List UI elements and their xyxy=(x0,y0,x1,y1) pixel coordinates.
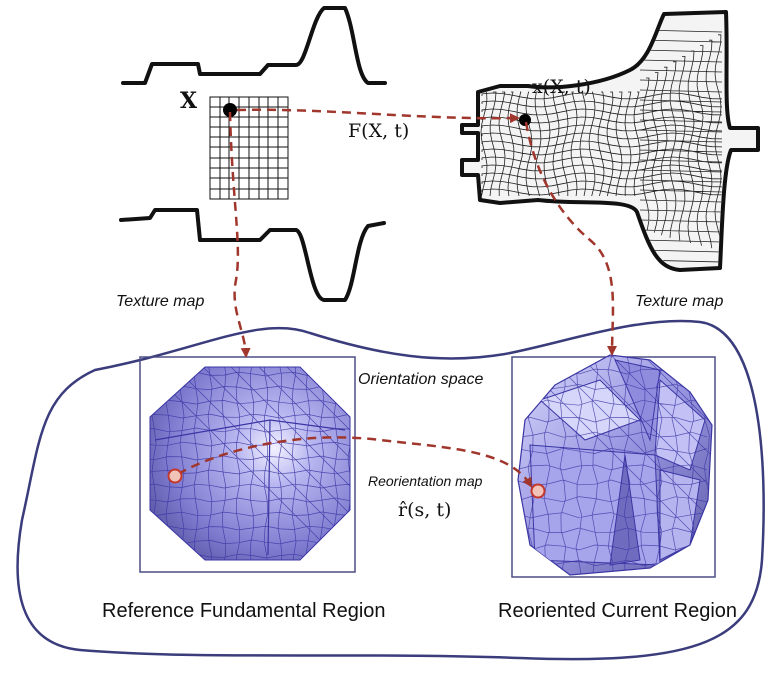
deformed-specimen xyxy=(460,10,760,272)
current-orientation-point xyxy=(530,483,546,499)
map-arrows xyxy=(177,108,618,488)
reorientation-map-arrow xyxy=(177,436,533,488)
reference-grid xyxy=(209,96,289,200)
deformation-map-label: F(X, t) xyxy=(348,120,410,142)
deformed-grid-lines xyxy=(480,29,723,263)
texture-map-arrow-right xyxy=(524,121,618,356)
reference-point-label: X xyxy=(180,88,198,114)
reference-material-point xyxy=(223,103,237,117)
orientation-space-boundary xyxy=(16,319,765,661)
reference-region-caption: Reference Fundamental Region xyxy=(102,600,386,622)
reorientation-map-label: Reorientation map xyxy=(368,473,483,489)
reorientation-symbol-label: r̂(s, t) xyxy=(398,499,452,521)
current-material-point xyxy=(519,114,531,126)
deformation-map-arrow xyxy=(236,108,520,124)
orientation-space-label: Orientation space xyxy=(358,371,484,388)
current-region-caption: Reoriented Current Region xyxy=(498,600,738,622)
texture-map-left-label: Texture map xyxy=(116,293,205,310)
curMesh-lines xyxy=(518,355,712,575)
texture-map-right-label: Texture map xyxy=(635,293,724,310)
reoriented-current-polytope xyxy=(517,354,713,576)
reference-specimen xyxy=(119,6,387,302)
current-point-label: x(X, t) xyxy=(532,76,591,98)
texture-map-arrow-left xyxy=(228,111,251,358)
reference-orientation-point xyxy=(167,468,183,484)
